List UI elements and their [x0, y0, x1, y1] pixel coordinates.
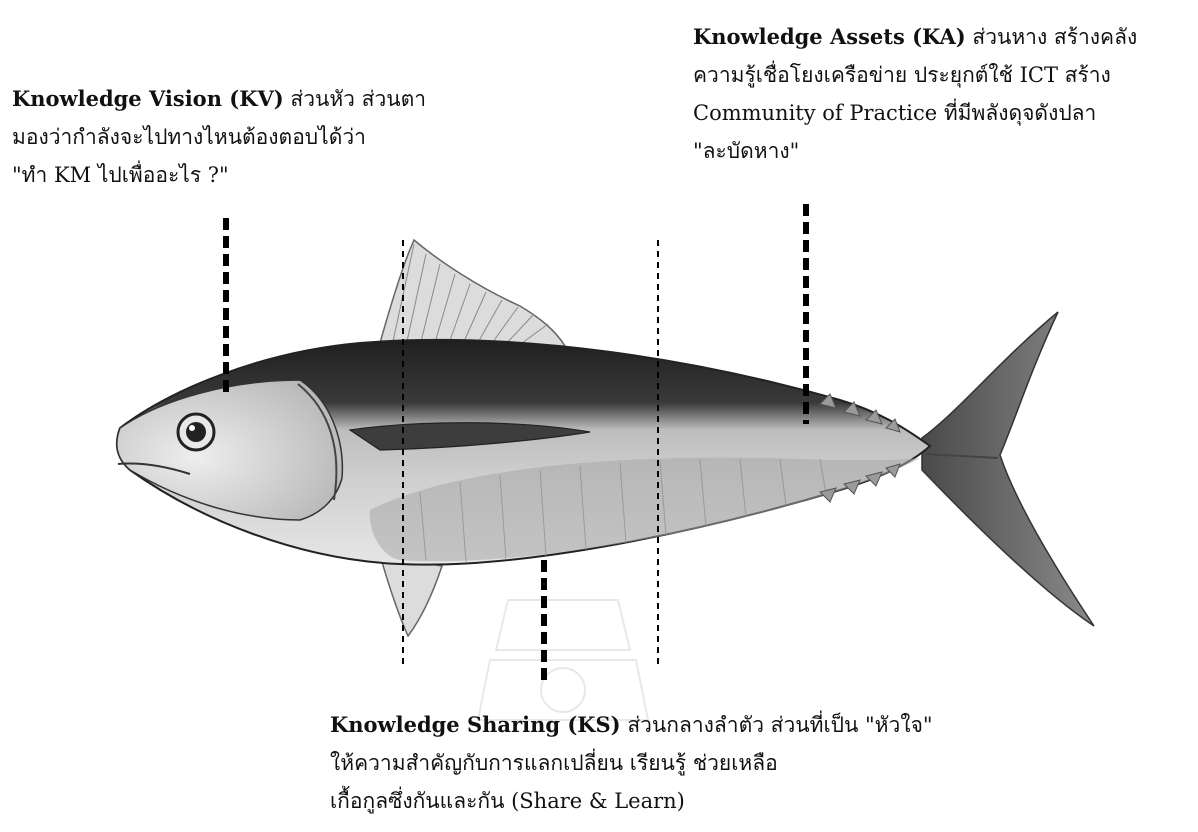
ks-term: Knowledge Sharing (KS) — [330, 712, 621, 737]
tuna-fish-illustration — [117, 240, 1094, 636]
ks-line-3: เกื้อกูลซึ่งกันและกัน (Share & Learn) — [330, 782, 933, 820]
ka-line-2: ความรู้เชื่อโยงเครือข่าย ประยุกต์ใช้ ICT… — [693, 56, 1137, 94]
ka-line-1: Knowledge Assets (KA) ส่วนหาง สร้างคลัง — [693, 18, 1137, 56]
kv-line-2: มองว่ากำลังจะไปทางไหนต้องตอบได้ว่า — [12, 118, 426, 156]
ka-text-1: ส่วนหาง สร้างคลัง — [972, 25, 1137, 49]
fish-eye — [178, 414, 214, 450]
kv-term: Knowledge Vision (KV) — [12, 86, 284, 111]
anal-fin — [380, 555, 442, 636]
ks-line-2: ให้ความสำคัญกับการแลกเปลี่ยน เรียนรู้ ช่… — [330, 744, 933, 782]
tail-fin — [922, 312, 1094, 626]
kv-line-1: Knowledge Vision (KV) ส่วนหัว ส่วนตา — [12, 80, 426, 118]
ka-line-3: Community of Practice ที่มีพลังดุจดังปลา — [693, 94, 1137, 132]
ks-line-1: Knowledge Sharing (KS) ส่วนกลางลำตัว ส่ว… — [330, 706, 933, 744]
ks-text-1: ส่วนกลางลำตัว ส่วนที่เป็น "หัวใจ" — [627, 713, 932, 737]
fish-head — [117, 380, 343, 520]
callout-knowledge-vision: Knowledge Vision (KV) ส่วนหัว ส่วนตา มอง… — [12, 80, 426, 194]
callout-knowledge-sharing: Knowledge Sharing (KS) ส่วนกลางลำตัว ส่ว… — [330, 706, 933, 820]
ka-term: Knowledge Assets (KA) — [693, 24, 966, 49]
ka-line-4: "ละบัดหาง" — [693, 132, 1137, 170]
kv-line-3: "ทำ KM ไปเพื่ออะไร ?" — [12, 156, 426, 194]
dorsal-fin — [378, 240, 565, 350]
callout-knowledge-assets: Knowledge Assets (KA) ส่วนหาง สร้างคลัง … — [693, 18, 1137, 170]
kv-text-1: ส่วนหัว ส่วนตา — [290, 87, 426, 111]
